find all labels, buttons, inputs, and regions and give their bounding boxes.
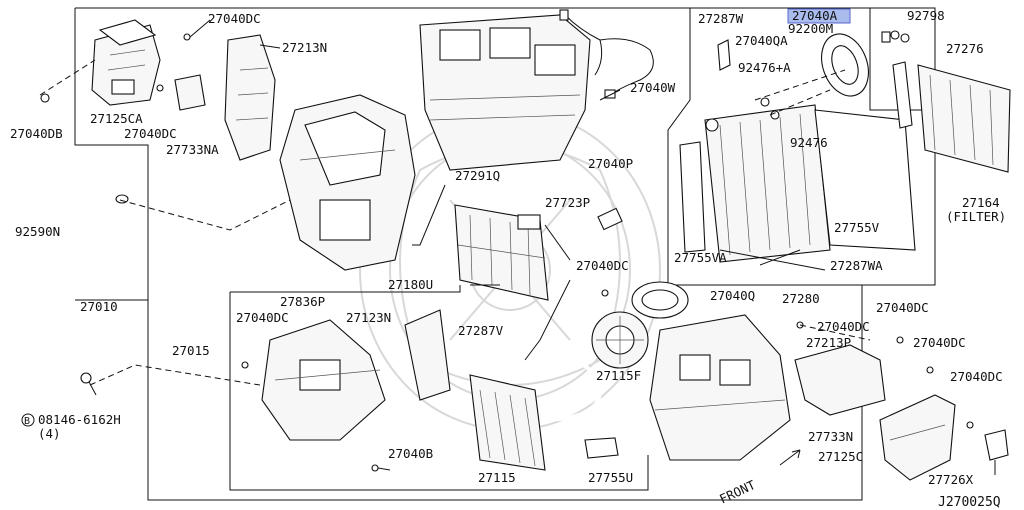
- part-27040W-harness: [559, 9, 654, 99]
- label-27180U: 27180U: [388, 277, 433, 292]
- bolt-marker-letter: B: [24, 416, 30, 427]
- part-27276: [892, 61, 913, 129]
- label-27836P: 27836P: [280, 294, 325, 309]
- part-27755VA: [679, 141, 706, 253]
- label-27115: 27115: [478, 470, 516, 485]
- part-27287V: [524, 279, 571, 361]
- part-92200M: [821, 33, 869, 97]
- highlight-27040A: [787, 8, 851, 24]
- leader-lines: [39, 19, 871, 471]
- part-27213P: [794, 344, 886, 416]
- label-92200M: 92200M: [788, 21, 833, 36]
- part-27040Q: [631, 281, 689, 319]
- part-27836P: [261, 319, 386, 441]
- label-27276: 27276: [946, 41, 984, 56]
- label-27040B: 27040B: [388, 446, 433, 461]
- part-92590N-hose: [95, 194, 129, 261]
- label-27040QA: 27040QA: [735, 33, 788, 48]
- part-27733NA: [174, 74, 206, 111]
- label-27733NA: 27733NA: [166, 142, 219, 157]
- label-92476A: 92476+A: [738, 60, 791, 75]
- label-27726X: 27726X: [928, 472, 974, 487]
- label-27280: 27280: [782, 291, 820, 306]
- label-27040DC: 27040DC: [236, 310, 289, 325]
- label-27123N: 27123N: [346, 310, 391, 325]
- part-27291Q: [412, 184, 446, 246]
- part-27723P: [517, 214, 571, 261]
- label-27125CA: 27125CA: [90, 111, 143, 126]
- part-92476: [760, 97, 780, 120]
- label-27287V: 27287V: [458, 323, 504, 338]
- label-27125C: 27125C: [818, 449, 863, 464]
- front-label: FRONT: [717, 477, 758, 507]
- label-27040A: 27040A: [792, 8, 838, 23]
- label-27213P: 27213P: [806, 335, 851, 350]
- part-27040P: [597, 207, 623, 231]
- label-27287WA: 27287WA: [830, 258, 883, 273]
- label-27755VA: 27755VA: [674, 250, 727, 265]
- part-27755V: [814, 109, 916, 251]
- label-27755U: 27755U: [588, 470, 633, 485]
- label-27287W: 27287W: [698, 11, 744, 26]
- label-08146-6162H: 08146-6162H: [38, 412, 121, 427]
- label-27291Q: 27291Q: [455, 168, 500, 183]
- part-labels: 27040DC 27213N 27125CA 27040DC 27733NA 2…: [10, 8, 1006, 510]
- part-27123N: [404, 309, 451, 401]
- label-27755V: 27755V: [834, 220, 880, 235]
- part-27726X: [984, 429, 1009, 475]
- label-27115F: 27115F: [596, 368, 641, 383]
- label-27164-filter-note: (FILTER): [946, 209, 1006, 224]
- part-27115F: [591, 311, 649, 369]
- part-27287W: [717, 39, 731, 71]
- part-27125C: [879, 394, 956, 481]
- label-27040DC: 27040DC: [913, 335, 966, 350]
- part-27164-filter: [917, 64, 1011, 173]
- label-27733N: 27733N: [808, 429, 853, 444]
- label-27213N: 27213N: [282, 40, 327, 55]
- label-27040DC: 27040DC: [576, 258, 629, 273]
- label-27723P: 27723P: [545, 195, 590, 210]
- label-92476: 92476: [790, 135, 828, 150]
- part-27213N: [224, 34, 276, 161]
- screws: [40, 33, 974, 472]
- label-92798: 92798: [907, 8, 945, 23]
- label-27040DB: 27040DB: [10, 126, 63, 141]
- label-27040DC: 27040DC: [208, 11, 261, 26]
- label-27010: 27010: [80, 299, 118, 314]
- evaporator-group-frame: [667, 8, 935, 286]
- part-27280-evaporator: [704, 104, 831, 263]
- part-upper-unit: [419, 14, 591, 171]
- label-27040DC: 27040DC: [876, 300, 929, 315]
- part-92798: [881, 30, 910, 43]
- label-92590N: 92590N: [15, 224, 60, 239]
- label-27040DC: 27040DC: [817, 319, 870, 334]
- label-27040DC: 27040DC: [950, 369, 1003, 384]
- diagram-code: J270025Q: [938, 495, 1001, 510]
- label-27015: 27015: [172, 343, 210, 358]
- part-27115-heater-core: [469, 358, 603, 471]
- lower-group-frame: [229, 285, 649, 491]
- part-27125CA: [91, 19, 161, 106]
- bolt-marker-circle: [21, 413, 35, 427]
- part-27755U: [584, 437, 619, 459]
- part-heater-case-left: [279, 94, 416, 271]
- label-27040W: 27040W: [630, 80, 676, 95]
- label-27164: 27164: [962, 195, 1000, 210]
- part-lower-right-case: [649, 314, 791, 461]
- label-27040P: 27040P: [588, 156, 633, 171]
- label-27040Q: 27040Q: [710, 288, 755, 303]
- label-27040DC: 27040DC: [124, 126, 177, 141]
- label-08146-qty: (4): [38, 426, 61, 441]
